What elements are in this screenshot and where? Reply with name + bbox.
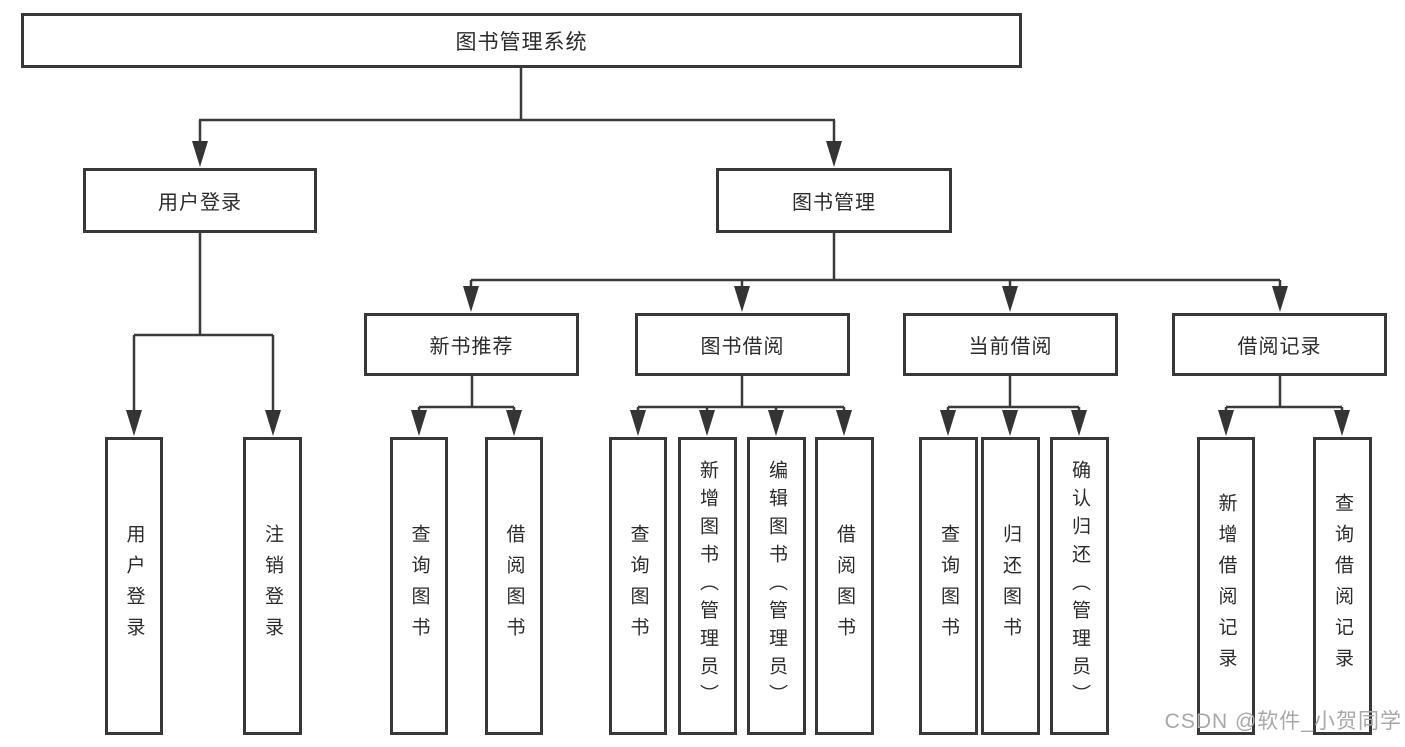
connector-management-branch [463, 233, 1288, 312]
node-user-login: 用户登录 [105, 437, 163, 735]
node-borrowing-edit-books-admin: 编辑图书（管理员） [747, 437, 806, 735]
node-user-login-branch: 用户登录 [83, 168, 317, 233]
node-borrowing-borrow-books: 借阅图书 [815, 437, 874, 735]
node-borrowing-borrow-books-label: 借阅图书 [834, 524, 855, 648]
node-borrowing-records: 借阅记录 [1172, 313, 1387, 376]
node-borrowing-query-books: 查询图书 [609, 437, 667, 735]
node-library-system-label: 图书管理系统 [455, 30, 588, 54]
node-recommend-borrow-books-label: 借阅图书 [503, 524, 525, 648]
node-user-login-label: 用户登录 [123, 524, 145, 648]
node-current-query-books: 查询图书 [919, 437, 978, 735]
node-records-query-record: 查询借阅记录 [1313, 437, 1372, 735]
node-book-borrowing-label: 图书借阅 [700, 336, 785, 358]
node-borrowing-add-books-admin-label: 新增图书（管理员） [697, 460, 718, 712]
connector-new-book-group [411, 376, 522, 436]
node-book-management: 图书管理 [716, 168, 952, 233]
connector-user-branch [126, 233, 281, 436]
node-borrowing-query-books-label: 查询图书 [627, 524, 649, 648]
node-library-system: 图书管理系统 [21, 13, 1022, 68]
node-new-book-recommendation: 新书推荐 [364, 313, 579, 376]
connector-root-to-branches [192, 68, 842, 167]
connector-records-group [1218, 376, 1350, 436]
node-current-return-books-label: 归还图书 [1000, 524, 1021, 648]
node-borrowing-records-label: 借阅记录 [1237, 336, 1322, 358]
node-borrowing-add-books-admin: 新增图书（管理员） [678, 437, 737, 735]
connector-current-group [940, 376, 1087, 436]
node-current-confirm-return-admin-label: 确认归还（管理员） [1069, 460, 1090, 712]
node-current-borrowing-label: 当前借阅 [968, 336, 1053, 358]
node-recommend-query-books: 查询图书 [390, 437, 448, 735]
node-current-query-books-label: 查询图书 [938, 524, 959, 648]
node-records-add-record: 新增借阅记录 [1197, 437, 1255, 735]
connector-borrowing-group [630, 376, 852, 436]
node-new-book-recommendation-label: 新书推荐 [429, 336, 514, 358]
node-logout: 注销登录 [243, 437, 302, 735]
node-book-management-label: 图书管理 [792, 192, 876, 214]
node-recommend-borrow-books: 借阅图书 [485, 437, 543, 735]
node-records-query-record-label: 查询借阅记录 [1332, 493, 1353, 679]
node-logout-label: 注销登录 [262, 524, 283, 648]
node-borrowing-edit-books-admin-label: 编辑图书（管理员） [766, 460, 787, 712]
node-current-return-books: 归还图书 [981, 437, 1040, 735]
node-recommend-query-books-label: 查询图书 [408, 524, 430, 648]
node-user-login-branch-label: 用户登录 [158, 192, 242, 214]
node-current-borrowing: 当前借阅 [903, 313, 1118, 376]
node-current-confirm-return-admin: 确认归还（管理员） [1050, 437, 1109, 735]
node-records-add-record-label: 新增借阅记录 [1215, 493, 1237, 679]
node-book-borrowing: 图书借阅 [635, 313, 850, 376]
